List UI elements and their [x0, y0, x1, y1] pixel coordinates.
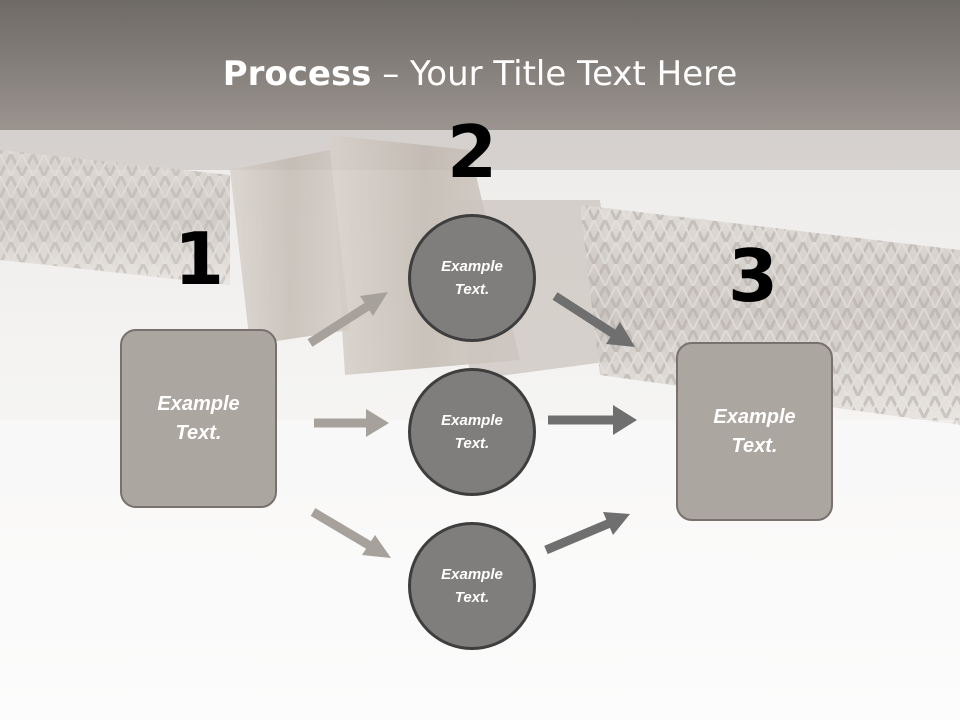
step-2-circle-top: Example Text. — [408, 214, 536, 342]
step-2-circle-middle: Example Text. — [408, 368, 536, 496]
step-number-1: 1 — [173, 217, 225, 301]
step-2-circle-bottom: Example Text. — [408, 522, 536, 650]
step-number-3: 3 — [727, 234, 779, 318]
step-1-box: Example Text. — [120, 329, 277, 508]
slide-title: Process – Your Title Text Here — [0, 52, 960, 96]
title-bold: Process — [222, 54, 372, 94]
step-number-2: 2 — [446, 110, 498, 194]
step-3-box: Example Text. — [676, 342, 833, 521]
title-rest: – Your Title Text Here — [371, 54, 738, 94]
